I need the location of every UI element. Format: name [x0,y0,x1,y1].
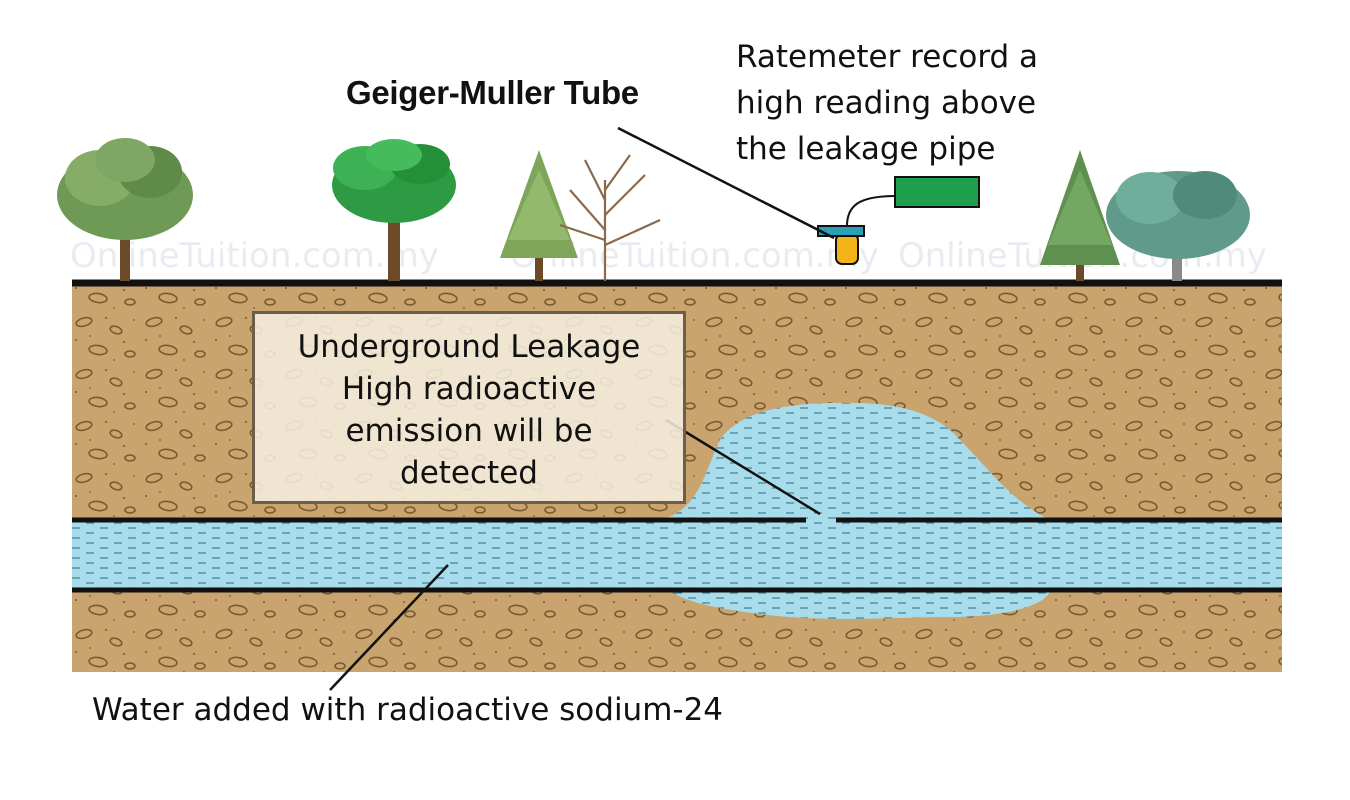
leakage-info-box: Underground Leakage High radioactive emi… [252,311,686,504]
leak-leader [665,418,821,516]
tree-4 [559,154,661,281]
leakage-box-line-1: High radioactive [341,371,597,407]
gm-tube-leader [617,126,835,240]
leakage-box-line-2: emission will be [345,413,593,449]
geiger-muller-probe [817,225,865,265]
ratemeter-label: Ratemeter record a high reading above th… [736,34,1038,172]
tree-2 [332,139,456,281]
ratemeter-label-line-1: Ratemeter record a [736,39,1039,75]
water-leader [329,564,449,691]
gm-tube-label: Geiger-Muller Tube [346,74,639,111]
ratemeter-label-line-3: the leakage pipe [736,131,996,167]
probe-cable [846,195,896,227]
water-label: Water added with radioactive sodium-24 [92,692,724,728]
tree-5 [1040,150,1120,281]
ratemeter-label-line-2: high reading above [736,85,1037,121]
leakage-box-line-3: detected [400,455,538,491]
tree-1 [57,138,193,281]
pipe-water [72,520,1282,590]
leakage-box-heading: Underground Leakage [297,329,641,365]
tree-6 [1106,171,1250,281]
ratemeter-box [894,176,980,208]
tree-3 [500,150,578,281]
watermark-1: OnlineTuition.com.my [70,236,439,276]
